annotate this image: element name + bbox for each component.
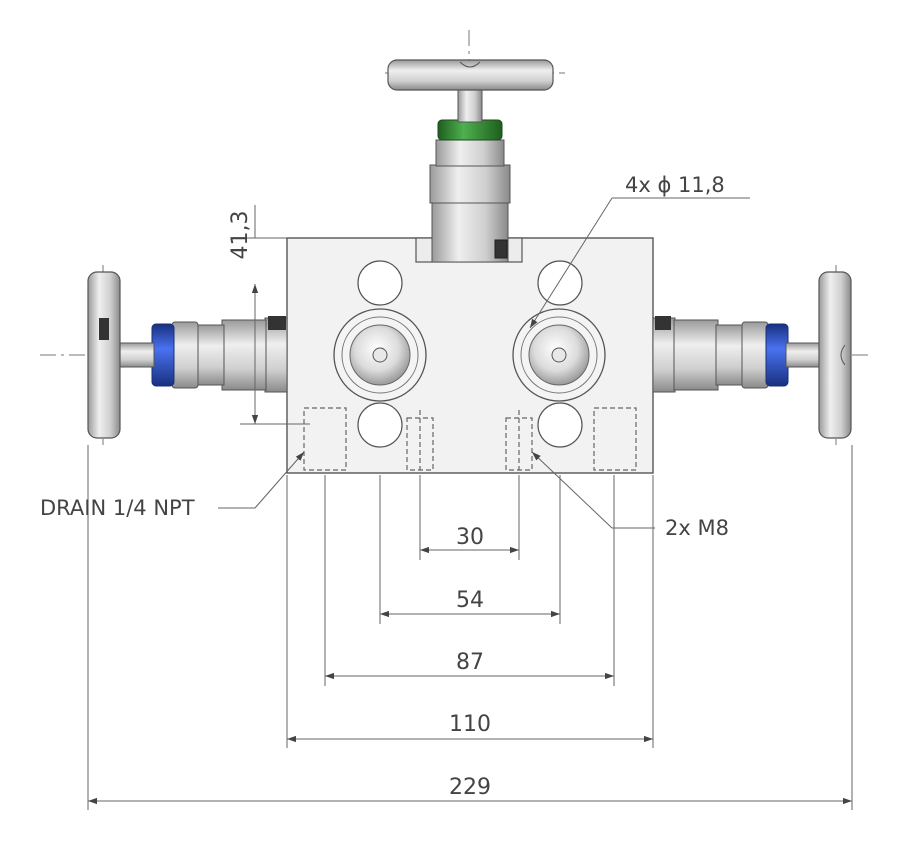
left-handle: [87, 271, 121, 439]
dim-30: 30: [456, 525, 484, 550]
annotations: 4x ϕ 11,8 DRAIN 1/4 NPT 2x M8: [40, 173, 750, 540]
dim-height: 41,3: [228, 211, 253, 260]
dim-87: 87: [456, 650, 484, 675]
right-handle: [818, 271, 852, 439]
dim-229: 229: [449, 775, 491, 800]
note-drain: DRAIN 1/4 NPT: [40, 496, 195, 520]
extension-lines: [87, 205, 853, 810]
top-handle: [387, 59, 554, 91]
hidden-features: [303, 407, 637, 471]
top-valve: [429, 87, 511, 263]
right-valve: [652, 316, 823, 393]
mounting-holes: [357, 260, 583, 448]
process-port-left: [333, 308, 427, 402]
note-holes: 4x ϕ 11,8: [625, 173, 725, 197]
left-valve: [109, 316, 288, 393]
dim-110: 110: [449, 712, 491, 737]
dim-54: 54: [456, 588, 484, 613]
process-port-right: [512, 308, 606, 402]
note-bolts: 2x M8: [665, 516, 729, 540]
dimension-lines: [88, 284, 852, 805]
dimension-values: 30 54 87 110 229 41,3: [228, 211, 491, 800]
